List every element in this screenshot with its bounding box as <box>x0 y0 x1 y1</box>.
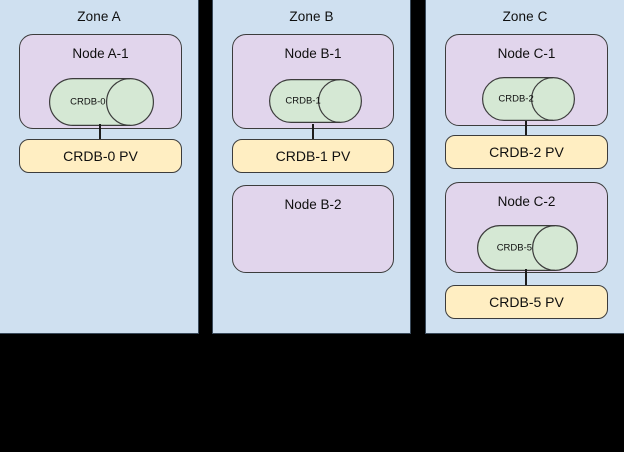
node-c-2-title: Node C-2 <box>497 194 556 209</box>
database-icon <box>482 77 575 121</box>
node-b-1-title: Node B-1 <box>284 46 342 61</box>
node-c-1-title: Node C-1 <box>497 46 556 61</box>
crdb-0-database-cylinder[interactable]: CRDB-0 <box>49 78 154 126</box>
database-icon <box>477 225 578 271</box>
crdb-2-database-cylinder[interactable]: CRDB-2 <box>482 77 575 121</box>
database-icon <box>49 78 154 126</box>
node-a-1-box[interactable]: Node A-1 CRDB-0 <box>19 34 182 129</box>
zone-a-title: Zone A <box>77 9 121 24</box>
crdb-0-pv-label: CRDB-0 PV <box>63 148 138 164</box>
node-b-1-box[interactable]: Node B-1 CRDB-1 <box>232 34 394 129</box>
node-c-2-box[interactable]: Node C-2 CRDB-5 <box>445 182 608 273</box>
crdb-1-database-cylinder[interactable]: CRDB-1 <box>269 79 362 123</box>
crdb-2-pv-label: CRDB-2 PV <box>489 144 564 160</box>
zone-c-container[interactable]: Zone C Node C-1 CRDB-2 CRDB-2 PV Node C-… <box>425 0 624 334</box>
crdb-1-pv-label: CRDB-1 PV <box>275 148 351 164</box>
zone-b-title: Zone B <box>289 9 334 24</box>
crdb-1-pv-box[interactable]: CRDB-1 PV <box>232 139 394 173</box>
connector-node-b-1-to-crdb-1-pv <box>312 124 314 140</box>
crdb-0-pv-box[interactable]: CRDB-0 PV <box>19 139 182 173</box>
connector-node-c-1-to-crdb-2-pv <box>525 121 527 136</box>
crdb-5-database-cylinder[interactable]: CRDB-5 <box>477 225 578 271</box>
node-b-2-title: Node B-2 <box>284 197 342 212</box>
zone-a-container[interactable]: Zone A Node A-1 CRDB-0 CRDB-0 PV <box>0 0 199 334</box>
node-c-1-box[interactable]: Node C-1 CRDB-2 <box>445 34 608 126</box>
crdb-2-pv-box[interactable]: CRDB-2 PV <box>445 135 608 169</box>
crdb-5-pv-label: CRDB-5 PV <box>489 294 564 310</box>
zone-b-container[interactable]: Zone B Node B-1 CRDB-1 CRDB-1 PV Node B-… <box>212 0 411 334</box>
crdb-5-pv-box[interactable]: CRDB-5 PV <box>445 285 608 319</box>
connector-node-a-1-to-crdb-0-pv <box>99 124 101 140</box>
connector-node-c-2-to-crdb-5-pv <box>525 269 527 286</box>
database-icon <box>269 79 362 123</box>
node-a-1-title: Node A-1 <box>72 46 129 61</box>
zone-c-title: Zone C <box>502 9 548 24</box>
node-b-2-box[interactable]: Node B-2 <box>232 185 394 273</box>
